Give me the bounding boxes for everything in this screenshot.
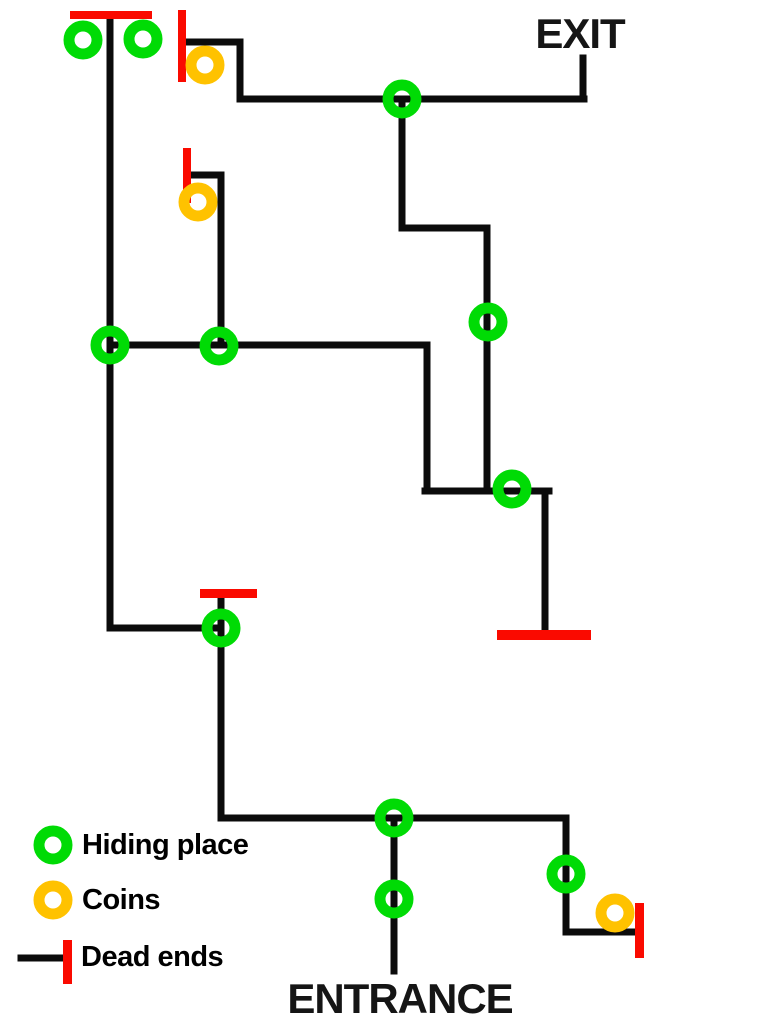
dead-end-bar <box>497 630 591 640</box>
hiding-place-marker <box>492 469 532 509</box>
exit-label: EXIT <box>535 10 625 57</box>
hiding-place-marker <box>123 19 163 59</box>
hiding-place-marker <box>546 854 586 894</box>
hiding-place-marker <box>63 20 103 60</box>
hiding-place-marker <box>199 326 239 366</box>
dead-end-bar <box>70 11 152 19</box>
dead-end-bar <box>200 589 257 598</box>
hiding-place-marker <box>374 879 414 919</box>
coin-marker <box>178 182 218 222</box>
legend-dead-ends-label: Dead ends <box>81 941 224 973</box>
hiding-place-marker <box>90 325 130 365</box>
hiding-place-marker <box>374 798 414 838</box>
legend-hiding-place-icon <box>33 825 73 865</box>
entrance-label: ENTRANCE <box>287 975 513 1022</box>
dead-end-bar <box>178 10 186 82</box>
dead-end-bar <box>183 148 191 203</box>
legend-dead-end-bar-icon <box>63 940 72 984</box>
legend-hiding-place-label: Hiding place <box>82 829 249 861</box>
legend-coins-label: Coins <box>82 884 161 916</box>
coin-marker <box>185 45 225 85</box>
hiding-place-marker <box>382 79 422 119</box>
dead-end-bar <box>635 903 644 958</box>
coin-marker <box>595 893 635 933</box>
hiding-place-marker <box>201 608 241 648</box>
legend-coin-icon <box>33 880 73 920</box>
hiding-place-marker <box>468 302 508 342</box>
